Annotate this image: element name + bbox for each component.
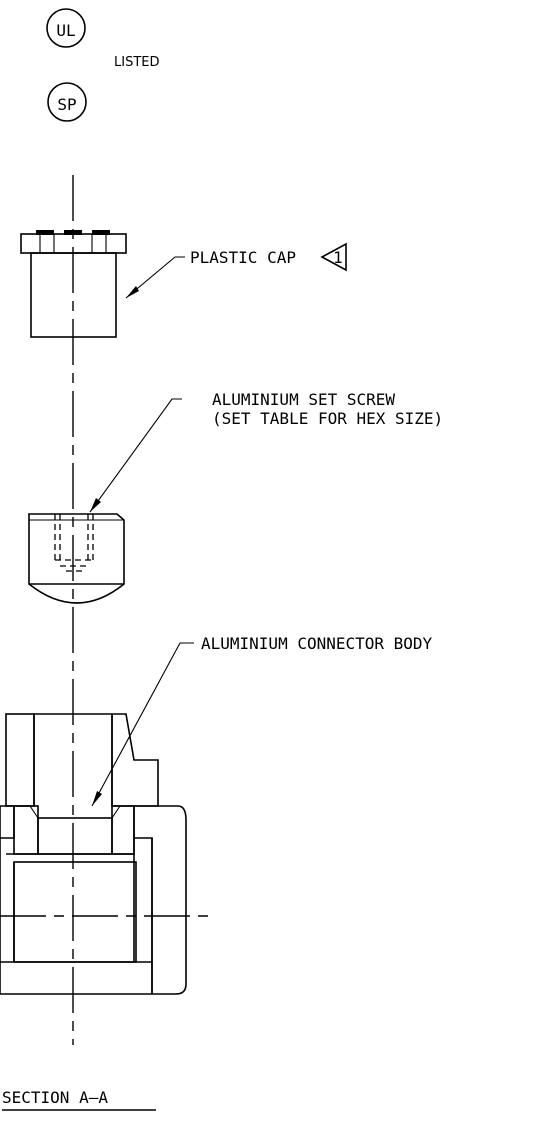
connector-body-leader <box>91 642 194 807</box>
set-screw-leader <box>89 398 182 513</box>
set-screw-part <box>28 513 125 604</box>
ul-listed-mark: UL <box>46 8 86 48</box>
revision-number: 1 <box>333 248 343 267</box>
csa-mark: SP <box>47 82 87 122</box>
section-title: SECTION A–A <box>2 1088 108 1107</box>
connector-body-arrowhead <box>92 791 102 806</box>
ul-mark-text: UL <box>56 21 75 40</box>
set-screw-label-line2: (SET TABLE FOR HEX SIZE) <box>212 409 443 428</box>
set-screw-arrowhead <box>90 498 101 512</box>
plastic-cap-label: PLASTIC CAP <box>190 248 296 267</box>
listed-label: LISTED <box>114 55 160 70</box>
revision-triangle: 1 <box>320 242 347 272</box>
plastic-cap-part <box>20 230 127 338</box>
connector-body-section <box>0 713 187 995</box>
set-screw-label-line1: ALUMINIUM SET SCREW <box>212 390 395 409</box>
plastic-cap-arrowhead <box>126 286 139 298</box>
connector-body-label: ALUMINIUM CONNECTOR BODY <box>201 634 433 653</box>
plastic-cap-leader <box>125 256 185 299</box>
csa-mark-text: SP <box>57 95 76 114</box>
